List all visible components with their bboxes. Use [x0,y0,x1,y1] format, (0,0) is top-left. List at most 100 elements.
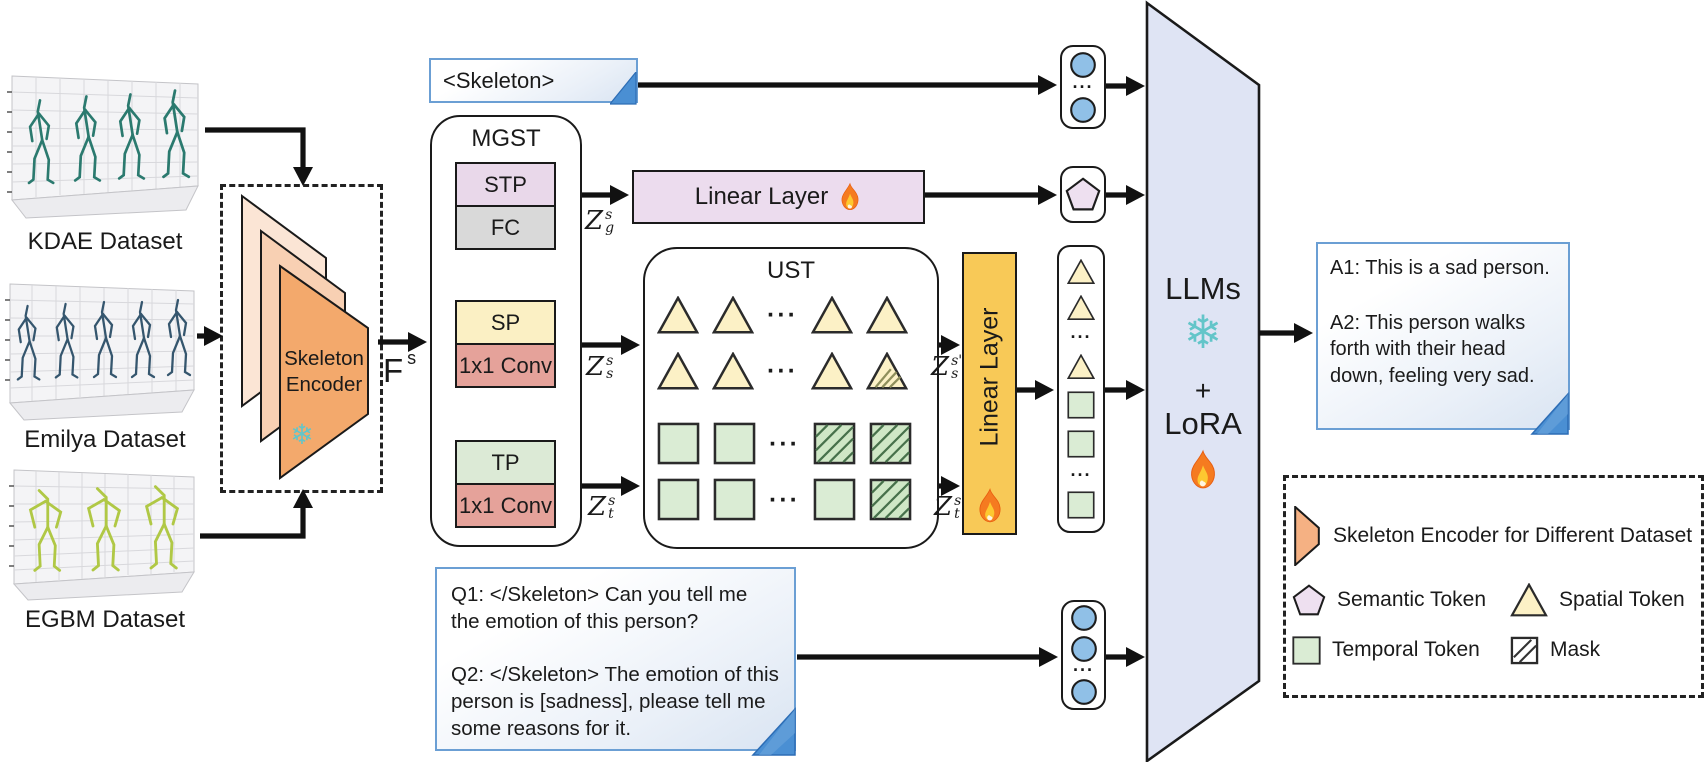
temporal-token [1067,391,1095,419]
stp-module: STP [455,162,556,207]
llm-panel-text: LLMs ❄ + LoRA [1147,272,1259,497]
feature-label-zt-prime: Z s't [934,492,966,522]
kdae-skeleton-plot [7,75,199,219]
legend-item-encoder: Skeleton Encoder for Different Dataset [1292,506,1692,566]
page-fold-icon [751,707,796,756]
snowflake-icon: ❄ [1183,306,1223,358]
flow-arrow [205,127,306,167]
flow-arrowhead [204,326,223,346]
encoder-panel-front [279,264,369,480]
ellipsis-icon: ··· [767,357,798,386]
flow-arrowhead [1126,76,1145,96]
legend-row-2: Semantic Token Spatial Token [1292,580,1692,620]
flame-icon [838,182,862,212]
text-token [1070,604,1098,632]
legend-row-3: Temporal Token Mask [1292,630,1692,670]
spatial-token [712,296,754,334]
legend-label: Temporal Token [1332,638,1480,661]
emilya-skeleton-plot [5,283,195,421]
flame-icon [1186,448,1220,492]
ust-box: UST ··· ··· ··· ··· [643,247,939,549]
answer-output-box: A1: This is a sad person. A2: This perso… [1316,242,1570,435]
token-linear-layer-label: Linear Layer [975,307,1003,447]
ellipsis-icon: ··· [769,429,800,458]
mask-icon [1510,636,1539,664]
ellipsis-icon: ··· [1070,464,1092,485]
question-prompt-box: Q1: </Skeleton> Can you tell me the emot… [435,567,796,756]
flow-arrowhead [1126,185,1145,205]
temporal-token [1067,491,1095,520]
ust-spatial-row-1: ··· [657,296,908,334]
masked-temporal-token [813,422,856,465]
ust-temporal-row-1: ··· [657,422,912,465]
spatio-temporal-token-box: ······ [1057,245,1105,533]
answer-2-text: A2: This person walks forth with their h… [1330,311,1535,387]
text-token [1069,51,1097,79]
square-icon [1292,635,1321,665]
legend-label: Spatial Token [1559,588,1685,611]
semantic-token [1065,177,1101,211]
mgst-title: MGST [471,125,541,152]
temporal-token [813,478,856,521]
masked-temporal-token [869,422,912,465]
page-fold-icon [610,72,637,105]
legend-item-spatial: Spatial Token [1510,583,1685,617]
pentagon-icon [1292,584,1326,616]
flow-arrowhead [293,167,313,186]
question-2-text: Q2: </Skeleton> The emotion of this pers… [451,663,779,741]
text-token [1069,96,1097,124]
skeleton-encoder-box [220,184,383,493]
tp-conv-module: 1x1 Conv [455,483,556,528]
spatial-token [1067,295,1095,321]
feature-label-zs-prime: Z s's [931,352,963,382]
fc-module: FC [455,205,556,250]
dataset-label-egbm: EGBM Dataset [24,606,186,633]
text-token [1070,635,1098,663]
legend-label: Skeleton Encoder for Different Dataset [1333,524,1693,547]
flow-arrowhead [1038,185,1057,205]
llm-plus: + [1194,375,1212,406]
llm-name: LLMs [1165,271,1241,306]
temporal-token [657,478,700,521]
semantic-linear-layer: Linear Layer [632,170,925,224]
sp-conv-module: 1x1 Conv [455,343,556,388]
flow-arrowhead [408,332,427,352]
question-1-text: Q1: </Skeleton> Can you tell me the emot… [451,583,748,634]
flow-arrowhead [293,489,313,508]
llm-panel [1145,0,1261,762]
flame-icon [975,487,1005,525]
ust-spatial-row-2: ··· [657,352,908,390]
semantic-token-box [1060,166,1106,223]
flow-arrowhead [941,476,960,496]
spatial-token [657,352,699,390]
skeleton-tag-text: <Skeleton> [443,67,555,93]
flow-arrowhead [610,185,629,205]
skeleton-encoder-label-line1: Skeleton [284,347,364,370]
legend-item-semantic: Semantic Token [1292,584,1486,616]
flow-arrowhead [1126,647,1145,667]
flow-arrowhead [1294,323,1313,343]
ellipsis-icon: ··· [1072,77,1094,97]
temporal-token [713,422,756,465]
question-token-box: ··· [1061,600,1106,710]
temporal-token [657,422,700,465]
llm-adapter-name: LoRA [1164,406,1242,441]
flow-arrowhead [621,476,640,496]
flow-arrowhead [941,335,960,355]
egbm-skeleton-plot [9,469,195,601]
spatial-token [865,296,908,334]
tp-module: TP [455,440,556,485]
spatial-token [657,296,699,334]
legend-label: Mask [1550,638,1601,661]
ellipsis-icon: ··· [1073,660,1094,681]
triangle-icon [1510,583,1548,617]
ellipsis-icon: ··· [767,301,798,330]
masked-temporal-token [869,478,912,521]
flow-arrowhead [621,335,640,355]
legend-label: Semantic Token [1337,588,1487,611]
